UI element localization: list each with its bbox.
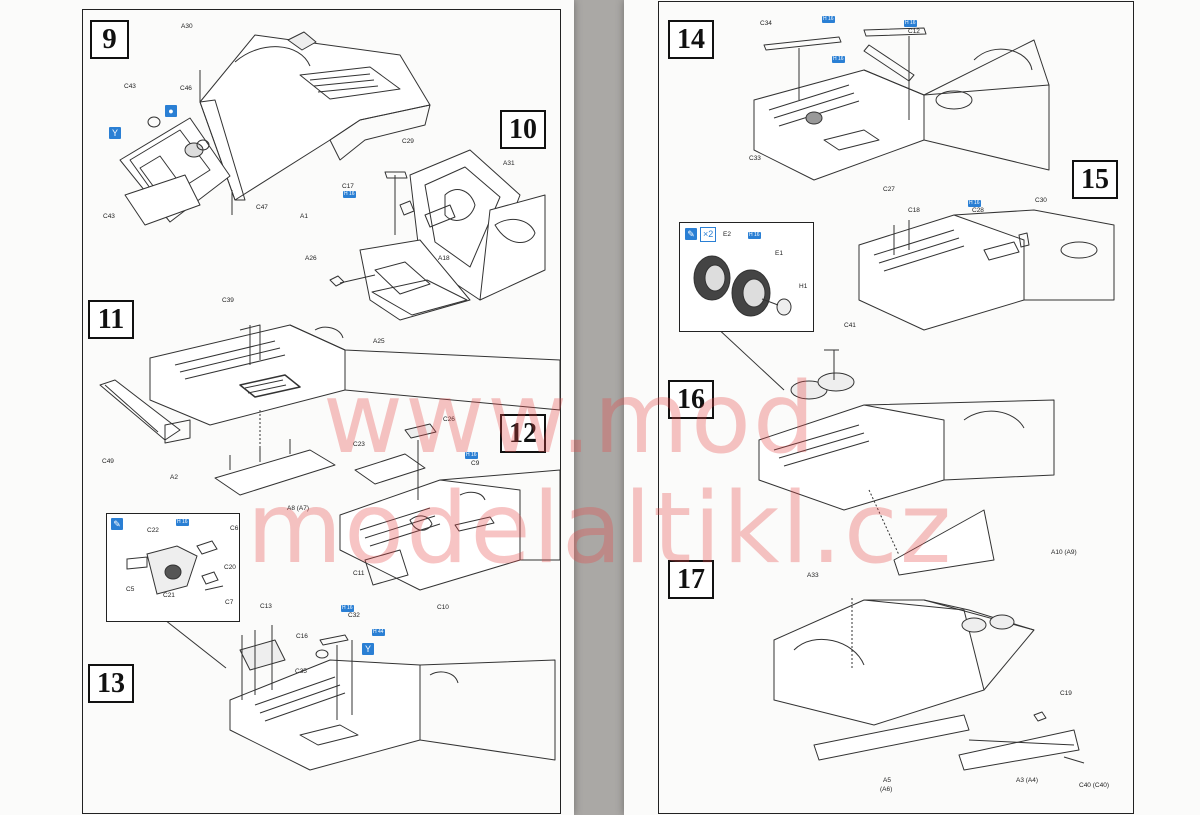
step-14-number: 14 — [668, 20, 714, 59]
part-label: C13 — [260, 603, 272, 610]
step-16-number: 16 — [668, 380, 714, 419]
part-label: A18 — [438, 255, 450, 262]
part-label: A1 — [300, 213, 308, 220]
part-label: C33 — [749, 155, 761, 162]
glue-icon: Y — [109, 127, 121, 139]
part-label: C20 — [224, 564, 236, 571]
part-label: C35 — [295, 668, 307, 675]
step-17-drawing — [773, 598, 1085, 771]
cement-icon: ● — [165, 105, 177, 117]
part-label: C17 — [342, 183, 354, 190]
part-label: A5 — [883, 777, 891, 784]
part-label: A31 — [503, 160, 515, 167]
glue-icon: Y — [362, 643, 374, 655]
step-11-drawing — [99, 324, 561, 496]
paint-code-chip: H 44 — [372, 629, 385, 636]
wheel-drawing — [693, 255, 792, 317]
paint-code-chip: H 16 — [343, 191, 356, 198]
paint-code-chip: H 16 — [832, 56, 845, 63]
part-label: C23 — [353, 441, 365, 448]
part-label: C22 — [147, 527, 159, 534]
part-label: C49 — [102, 458, 114, 465]
step-13-number: 13 — [88, 664, 134, 703]
part-label: C43 — [103, 213, 115, 220]
part-label: A10 (A9) — [1051, 549, 1077, 556]
part-label: C39 — [222, 297, 234, 304]
part-label: E2 — [723, 231, 731, 238]
step-10-number: 10 — [500, 110, 546, 149]
step-15-drawing — [858, 209, 1115, 331]
paint-code-chip: H 16 — [465, 452, 478, 459]
step-17-number: 17 — [668, 560, 714, 599]
part-label: C27 — [883, 186, 895, 193]
brush-icon: ✎ — [685, 228, 697, 240]
part-label: C9 — [471, 460, 480, 467]
left-page: 9 10 11 12 13 ✎ A30 C43 C46 C43 C47 A1 C… — [0, 0, 574, 815]
paint-code-chip: H 16 — [176, 519, 189, 526]
step-12-drawing — [339, 423, 561, 591]
step-12-detail-inset: ✎ — [106, 513, 240, 622]
part-label: E1 — [775, 250, 783, 257]
paint-code-chip: H 16 — [904, 20, 917, 27]
step-10-drawing — [329, 149, 546, 321]
part-label: C19 — [1060, 690, 1072, 697]
brush-icon: ✎ — [111, 518, 123, 530]
part-label: C29 — [402, 138, 414, 145]
step-12-number: 12 — [500, 414, 546, 453]
part-label: C47 — [256, 204, 268, 211]
part-label: A8 (A7) — [287, 505, 310, 512]
inset-part-drawing — [126, 540, 224, 595]
paint-code-chip: H 16 — [341, 605, 354, 612]
step-9-hull-drawing — [119, 31, 431, 226]
right-page-frame — [658, 1, 1134, 814]
step-16-drawing — [758, 349, 1055, 576]
part-label: C11 — [353, 570, 365, 577]
part-label: C18 — [908, 207, 920, 214]
left-page-line-art — [99, 31, 561, 771]
paint-count-badge: ×2 — [700, 227, 717, 242]
step-15-number: 15 — [1072, 160, 1118, 199]
part-label: C10 — [437, 604, 449, 611]
left-page-frame — [82, 9, 561, 814]
part-label: A3 (A4) — [1016, 777, 1039, 784]
times-glyph: × — [703, 229, 709, 239]
part-label: C12 — [908, 28, 920, 35]
step-14-drawing — [753, 27, 1050, 181]
step-9-number: 9 — [90, 20, 129, 59]
part-label: H1 — [799, 283, 808, 290]
part-label: C28 — [972, 207, 984, 214]
part-label: C30 — [1035, 197, 1047, 204]
paint-code-chip: H 16 — [968, 200, 981, 207]
part-label: C41 — [844, 322, 856, 329]
part-label: A25 — [373, 338, 385, 345]
part-label: A2 — [170, 474, 178, 481]
part-label: C7 — [225, 599, 234, 606]
paint-count: 2 — [708, 229, 714, 239]
part-label: C34 — [760, 20, 772, 27]
paint-code-chip: H 16 — [822, 16, 835, 23]
part-label: C5 — [126, 586, 135, 593]
part-label: C16 — [296, 633, 308, 640]
part-label: C40 (C40) — [1079, 782, 1109, 789]
part-label: (A6) — [880, 786, 893, 793]
step-11-number: 11 — [88, 300, 134, 339]
right-page: ✎ ×2 14 15 16 17 C34 C12 C33 C27 E2 E1 H… — [624, 0, 1200, 815]
part-label: C6 — [230, 525, 239, 532]
part-label: A33 — [807, 572, 819, 579]
part-label: A30 — [181, 23, 193, 30]
right-page-line-art — [713, 27, 1115, 771]
step-13-drawing — [164, 619, 556, 771]
paint-code-chip: H 16 — [748, 232, 761, 239]
step-15-wheel-inset: ✎ ×2 — [679, 222, 814, 332]
part-label: C46 — [180, 85, 192, 92]
part-label: C43 — [124, 83, 136, 90]
part-label: C26 — [443, 416, 455, 423]
part-label: C21 — [163, 592, 175, 599]
part-label: C32 — [348, 612, 360, 619]
part-label: A26 — [305, 255, 317, 262]
